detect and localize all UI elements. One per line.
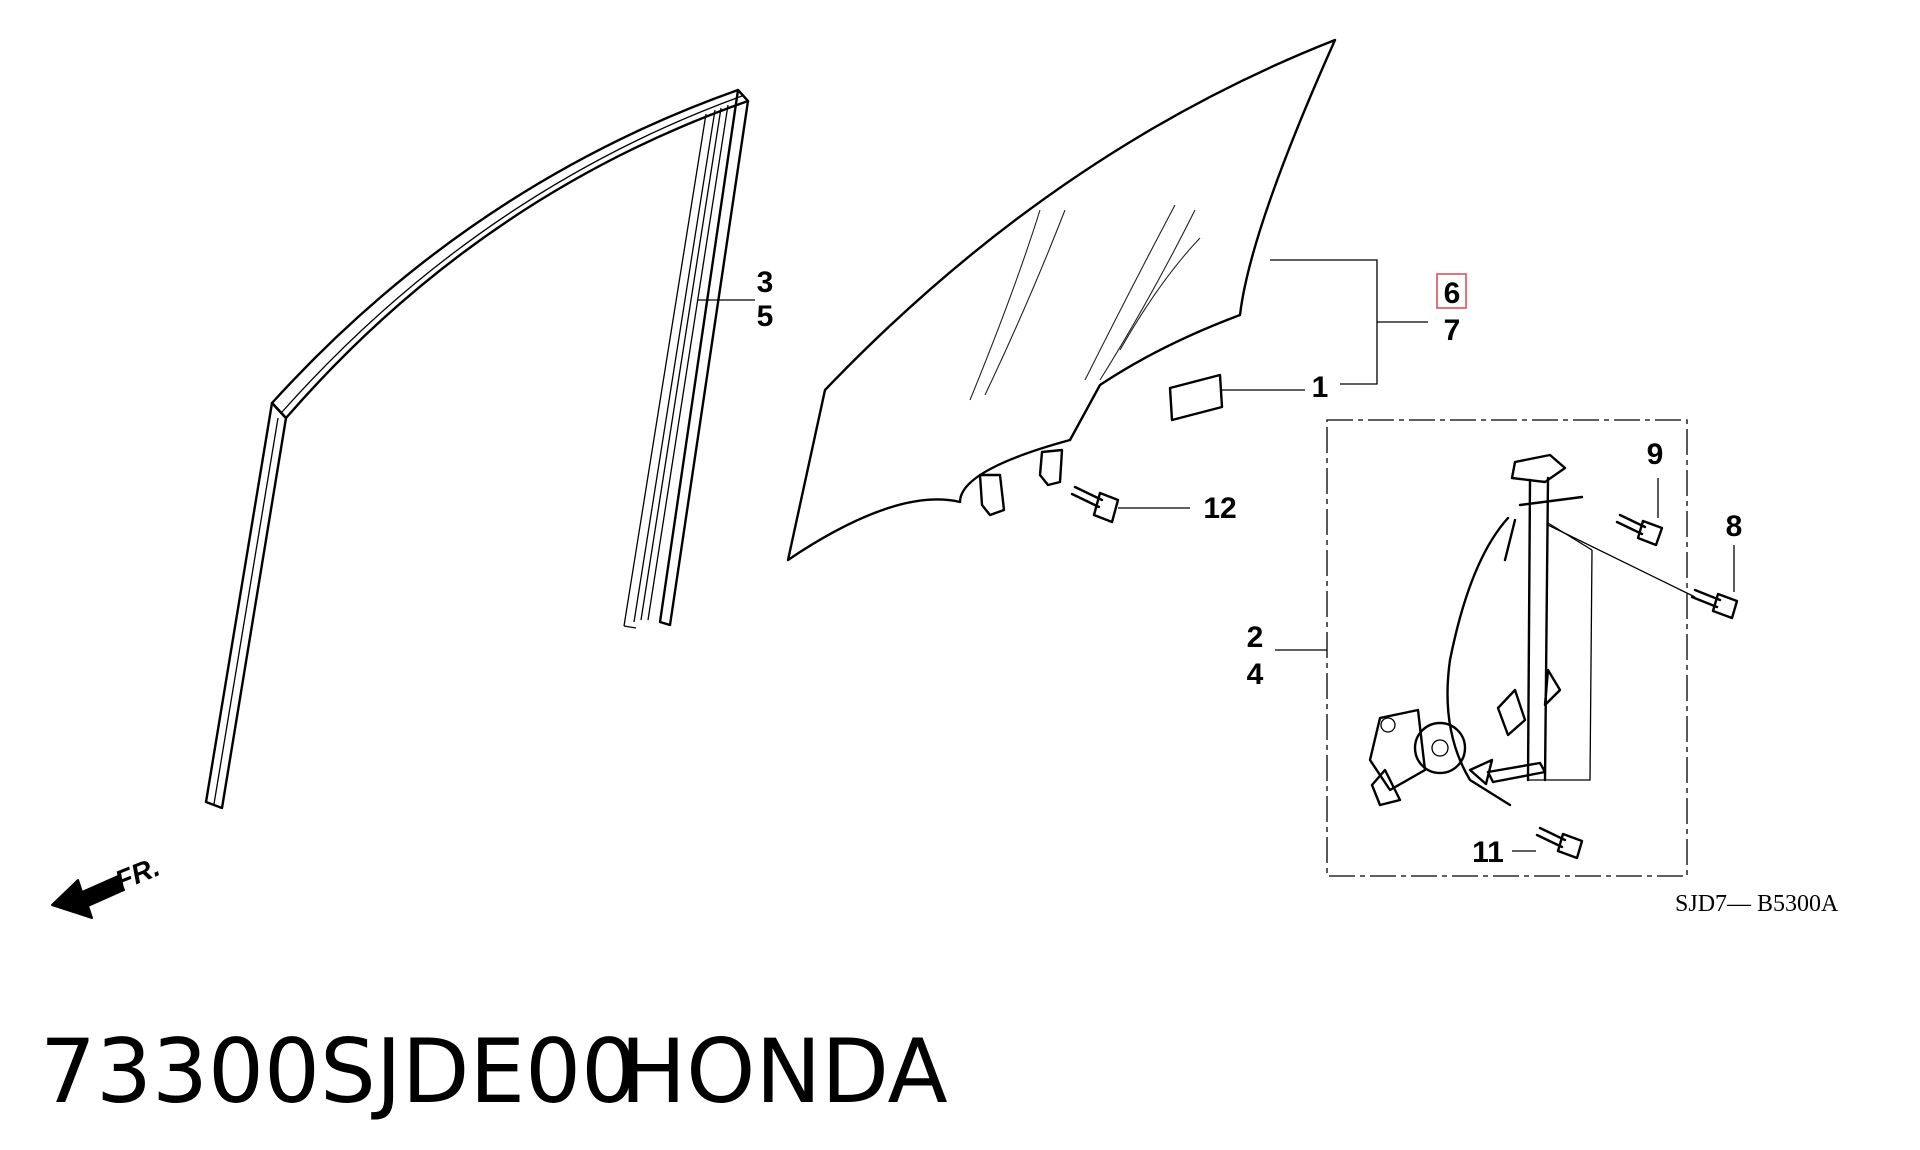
regulator-box — [1326, 419, 1688, 877]
bolt-12 — [1070, 485, 1120, 524]
part-number-caption: 73300SJDE00 — [40, 1020, 637, 1123]
callout-2[interactable]: 2 — [1247, 621, 1264, 654]
highlight-box — [1436, 273, 1467, 309]
callout-3[interactable]: 3 — [757, 266, 774, 299]
callout-5[interactable]: 5 — [757, 300, 774, 333]
leader-lines — [698, 259, 1735, 852]
brand-caption: HONDA — [620, 1020, 948, 1123]
diagram-code: SJD7— B5300A — [1675, 891, 1839, 917]
front-arrow-icon: FR. — [51, 851, 164, 919]
door-channel-run — [204, 88, 750, 810]
direction-label: FR. — [111, 851, 164, 897]
callout-6[interactable]: 6 — [1444, 277, 1461, 310]
callout-8[interactable]: 8 — [1726, 510, 1743, 543]
callout-11[interactable]: 11 — [1472, 836, 1504, 869]
callout-12[interactable]: 12 — [1203, 492, 1236, 525]
bolt-8 — [1690, 588, 1739, 620]
bolt-9 — [1615, 513, 1664, 547]
callout-1[interactable]: 1 — [1312, 371, 1329, 404]
callout-9[interactable]: 9 — [1647, 438, 1664, 471]
callout-7[interactable]: 7 — [1444, 314, 1461, 347]
door-glass — [786, 38, 1337, 562]
callout-4[interactable]: 4 — [1247, 658, 1264, 691]
bolt-11 — [1535, 826, 1584, 860]
